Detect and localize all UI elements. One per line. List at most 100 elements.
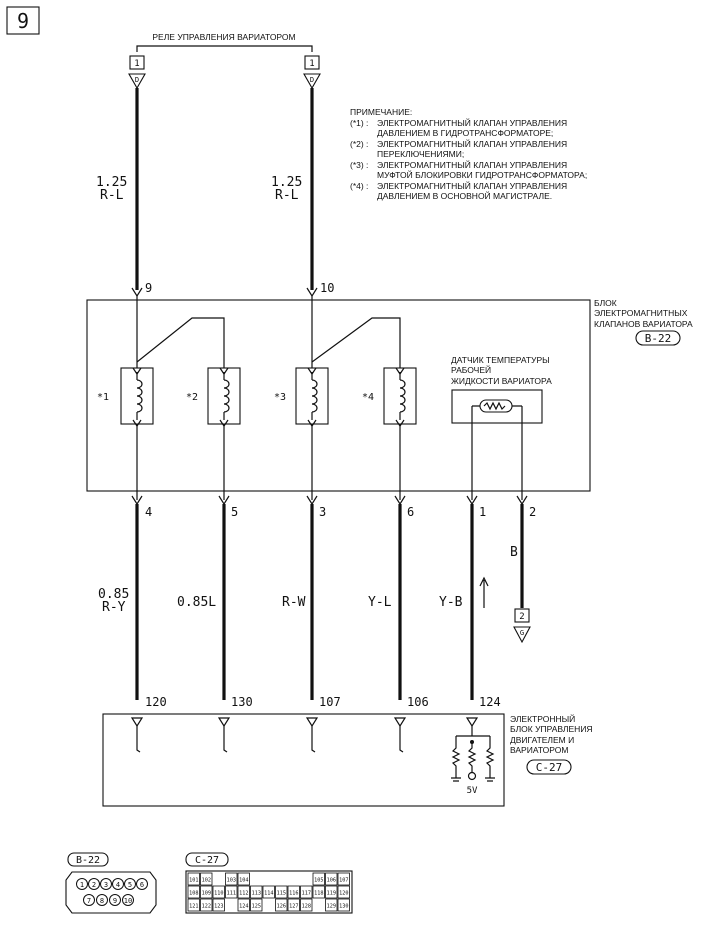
svg-text:7: 7 bbox=[87, 897, 91, 905]
svg-text:120: 120 bbox=[339, 891, 348, 897]
sensor-title-3: ЖИДКОСТИ ВАРИАТОРА bbox=[451, 376, 552, 386]
svg-text:9: 9 bbox=[113, 897, 117, 905]
solenoid-4 bbox=[383, 367, 417, 428]
wire-top-2-color: R-L bbox=[275, 188, 299, 203]
b22-pin: 7 bbox=[83, 894, 95, 906]
solenoid-1-label: *1 bbox=[97, 392, 109, 403]
note-1-line-1: ЭЛЕКТРОМАГНИТНЫЙ КЛАПАН УПРАВЛЕНИЯ bbox=[377, 117, 567, 128]
b22-pin: 2 bbox=[88, 878, 100, 890]
coil-icon bbox=[311, 379, 318, 413]
svg-text:101: 101 bbox=[189, 878, 198, 884]
wire-4-color: R-Y bbox=[102, 600, 126, 615]
svg-text:117: 117 bbox=[302, 891, 311, 897]
solenoid-2-label: *2 bbox=[186, 392, 198, 403]
c27-pin: 117 bbox=[300, 885, 313, 899]
c27-pin: 122 bbox=[200, 898, 213, 912]
svg-text:103: 103 bbox=[227, 878, 236, 884]
solenoid-4-label: *4 bbox=[362, 392, 374, 403]
c27-pin: 123 bbox=[212, 898, 225, 912]
svg-text:111: 111 bbox=[227, 891, 236, 897]
svg-text:116: 116 bbox=[289, 891, 298, 897]
ecu-pin-124: 124 bbox=[479, 695, 501, 709]
wire-6-color: Y-L bbox=[368, 595, 392, 610]
svg-text:112: 112 bbox=[239, 891, 248, 897]
svg-text:118: 118 bbox=[314, 891, 323, 897]
svg-text:8: 8 bbox=[100, 897, 104, 905]
b22-pin: 6 bbox=[136, 878, 148, 890]
svg-text:3: 3 bbox=[104, 881, 108, 889]
b22-pin: 3 bbox=[100, 878, 112, 890]
ecu-title-3: ДВИГАТЕЛЕМ И bbox=[510, 735, 574, 745]
solenoid-block-title-2: ЭЛЕКТРОМАГНИТНЫХ bbox=[594, 308, 688, 318]
solenoid-1 bbox=[120, 367, 154, 428]
sensor-box bbox=[451, 389, 543, 424]
c27-pin: 120 bbox=[337, 885, 350, 899]
svg-text:126: 126 bbox=[277, 904, 286, 910]
notes-block: ПРИМЕЧАНИЕ: (*1) : ЭЛЕКТРОМАГНИТНЫЙ КЛАП… bbox=[350, 107, 587, 201]
c27-pin: 118 bbox=[312, 885, 325, 899]
svg-text:127: 127 bbox=[289, 904, 298, 910]
note-2-tag: (*2) : bbox=[350, 139, 368, 149]
note-3-line-1: ЭЛЕКТРОМАГНИТНЫЙ КЛАПАН УПРАВЛЕНИЯ bbox=[377, 159, 567, 170]
c27-pin: 112 bbox=[237, 885, 250, 899]
c27-pin: 119 bbox=[325, 885, 338, 899]
svg-text:123: 123 bbox=[214, 904, 223, 910]
ecu-title-1: ЭЛЕКТРОННЫЙ bbox=[510, 713, 575, 724]
note-2-line-1: ЭЛЕКТРОМАГНИТНЫЙ КЛАПАН УПРАВЛЕНИЯ bbox=[377, 138, 567, 149]
svg-text:121: 121 bbox=[189, 904, 198, 910]
c27-pin: 116 bbox=[287, 885, 300, 899]
c27-pin: 102 bbox=[200, 872, 213, 886]
c27-pin: 125 bbox=[250, 898, 263, 912]
page-number: 9 bbox=[17, 9, 29, 33]
relay-connector-1-pin: 1 bbox=[134, 59, 139, 69]
relay-connector-2-pin: 1 bbox=[309, 59, 314, 69]
solenoid-block-box bbox=[86, 299, 591, 492]
c27-pin: 126 bbox=[275, 898, 288, 912]
note-4-line-2: ДАВЛЕНИЕМ В ОСНОВНОЙ МАГИСТРАЛЕ. bbox=[377, 190, 552, 201]
svg-text:4: 4 bbox=[116, 881, 120, 889]
svg-text:105: 105 bbox=[314, 878, 323, 884]
c27-pin: 115 bbox=[275, 885, 288, 899]
svg-text:125: 125 bbox=[252, 904, 261, 910]
c27-pin: 103 bbox=[225, 872, 238, 886]
b22-pin: 8 bbox=[96, 894, 108, 906]
b22-pin: 1 bbox=[76, 878, 88, 890]
pin-label-10: 10 bbox=[320, 281, 334, 295]
c27-pin: 107 bbox=[337, 872, 350, 886]
legend-b22-label: B-22 bbox=[76, 855, 100, 866]
ecu-pin-107: 107 bbox=[319, 695, 341, 709]
relay-title: РЕЛЕ УПРАВЛЕНИЯ ВАРИАТОРОМ bbox=[152, 32, 295, 42]
ecu-inputs bbox=[130, 717, 479, 753]
svg-text:110: 110 bbox=[214, 891, 223, 897]
relay-connector-1-letter: D bbox=[135, 76, 139, 84]
note-2-line-2: ПЕРЕКЛЮЧЕНИЯМИ; bbox=[377, 149, 464, 159]
wire-top-2-size: 1.25 bbox=[271, 175, 302, 190]
wire-4-size: 0.85 bbox=[98, 587, 129, 602]
c27-pin: 130 bbox=[337, 898, 350, 912]
signal-direction-arrow-icon bbox=[479, 576, 489, 608]
wire-top-1-size: 1.25 bbox=[96, 175, 127, 190]
c27-pin: 127 bbox=[287, 898, 300, 912]
c27-connector-label: C-27 bbox=[536, 761, 563, 774]
pin-label-6: 6 bbox=[407, 505, 414, 519]
b22-pin: 5 bbox=[124, 878, 136, 890]
bottom-pin-arrows bbox=[131, 495, 528, 506]
coil-icon bbox=[399, 379, 406, 413]
c27-pin: 104 bbox=[237, 872, 250, 886]
relay-connector-2-letter: D bbox=[310, 76, 314, 84]
ecu-title-4: ВАРИАТОРОМ bbox=[510, 745, 568, 755]
coil-icon bbox=[136, 379, 143, 413]
wire-1-color: Y-B bbox=[439, 595, 463, 610]
ecu-pin-120: 120 bbox=[145, 695, 167, 709]
pin-label-3: 3 bbox=[319, 505, 326, 519]
ecu-title-2: БЛОК УПРАВЛЕНИЯ bbox=[510, 724, 593, 734]
ground-connector-pin: 2 bbox=[519, 612, 524, 622]
svg-text:128: 128 bbox=[302, 904, 311, 910]
c27-pin: 128 bbox=[300, 898, 313, 912]
c27-pin: 101 bbox=[187, 872, 200, 886]
svg-text:122: 122 bbox=[202, 904, 211, 910]
wire-top-1-color: R-L bbox=[100, 188, 124, 203]
sensor-title-1: ДАТЧИК ТЕМПЕРАТУРЫ bbox=[451, 355, 550, 365]
note-3-line-2: МУФТОЙ БЛОКИРОВКИ ГИДРОТРАНСФОРМАТОРА; bbox=[377, 169, 587, 180]
